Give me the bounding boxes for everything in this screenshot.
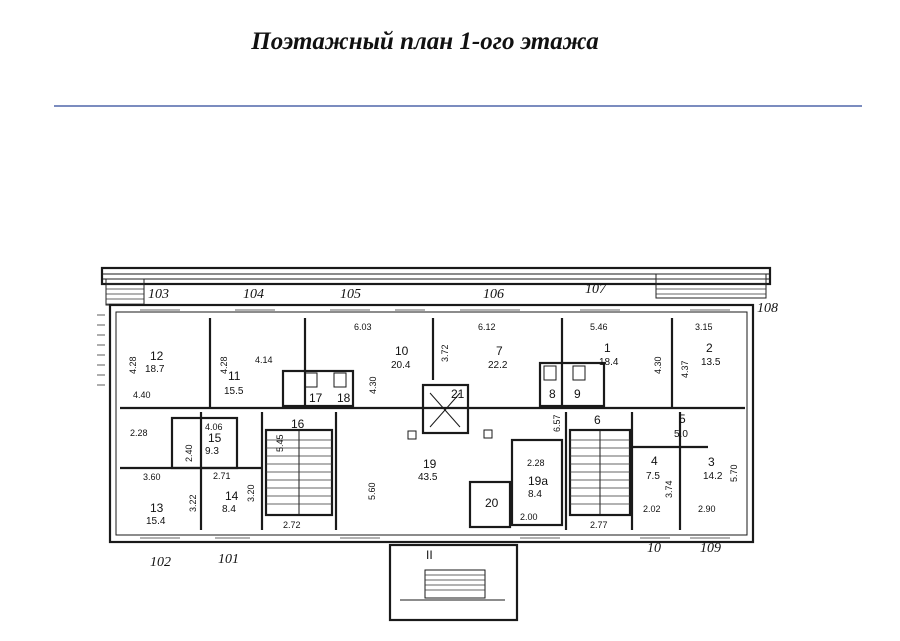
room-number: 6 (594, 413, 601, 427)
dimension-label: 2.72 (283, 520, 301, 530)
dimension-label: 5.60 (367, 482, 377, 500)
room-number: 19a (528, 474, 548, 488)
room-area: 8.4 (528, 489, 542, 500)
dimension-label: 6.03 (354, 322, 372, 332)
room-number: 10 (395, 344, 409, 358)
axis-label-bottom: 102 (150, 555, 171, 570)
axis-label-top: 106 (483, 287, 504, 302)
dimension-label: 4.28 (128, 356, 138, 374)
axis-label-top: 103 (148, 287, 169, 302)
room-number: 11 (228, 369, 241, 383)
dimension-label: 3.72 (440, 344, 450, 362)
room-number: 19 (423, 457, 437, 471)
room-number: 7 (496, 344, 503, 358)
dimension-label: 3.20 (246, 484, 256, 502)
room-area: 5.0 (674, 429, 688, 440)
room-number: 15 (208, 431, 222, 445)
dimension-label: 2.90 (698, 504, 716, 514)
dimension-label: 6.12 (478, 322, 496, 332)
room-number: 1 (604, 341, 611, 355)
dimension-label: 2.71 (213, 471, 231, 481)
dimension-label: 6.57 (552, 414, 562, 432)
dimension-label: 4.30 (653, 356, 663, 374)
page-title: Поэтажный план 1-ого этажа (251, 28, 599, 55)
room-area: 18.4 (599, 357, 619, 368)
dimension-label: 5.45 (275, 434, 285, 452)
dimension-label: 4.28 (219, 356, 229, 374)
dimension-label: 3.22 (188, 494, 198, 512)
top-rail (100, 266, 772, 286)
dimension-label: 2.40 (184, 444, 194, 462)
dimension-label: 2.00 (520, 512, 538, 522)
room-number: 5 (679, 412, 686, 426)
axis-label-bottom: 101 (218, 552, 239, 567)
room-number: 20 (485, 496, 499, 510)
axis-label-top: 107 (585, 282, 607, 297)
dimension-label: 5.70 (729, 464, 739, 482)
room-area: 9.3 (205, 446, 219, 457)
axis-label-top: 105 (340, 287, 361, 302)
building-outline (97, 266, 772, 544)
room-number: 9 (574, 387, 581, 401)
room-number: 16 (291, 417, 305, 431)
room-area: 14.2 (703, 471, 723, 482)
dimension-label: 4.37 (680, 360, 690, 378)
room-area: 8.4 (222, 504, 236, 515)
room-number: 18 (337, 391, 351, 405)
room-area: 13.5 (701, 357, 721, 368)
axis-label-top: 108 (757, 301, 778, 316)
room-number: 17 (309, 391, 323, 405)
entrance-porch (388, 543, 519, 622)
windows (140, 309, 730, 539)
room-number: 2 (706, 341, 713, 355)
stair-right (568, 428, 632, 517)
dimension-label: 4.14 (255, 355, 273, 365)
dimension-label: 4.30 (368, 376, 378, 394)
dimension-label: 3.15 (695, 322, 713, 332)
room-area: 7.5 (646, 471, 660, 482)
axis-label-bottom: 109 (700, 541, 721, 556)
room-number: 12 (150, 349, 164, 363)
service-rooms (281, 361, 606, 529)
dimension-label: 3.74 (664, 480, 674, 498)
room-number: 3 (708, 455, 715, 469)
room-area: 20.4 (391, 360, 411, 371)
room-number: 4 (651, 454, 658, 468)
axis-label-top: 104 (243, 287, 264, 302)
dimension-label: 4.40 (133, 390, 151, 400)
dimension-label: 5.46 (590, 322, 608, 332)
axis-label-bottom: 10 (647, 541, 661, 556)
room-number: 13 (150, 501, 164, 515)
title-divider (54, 105, 862, 107)
dimension-label: 2.77 (590, 520, 608, 530)
room-area: 43.5 (418, 472, 438, 483)
room-area: 15.4 (146, 516, 166, 527)
dimension-label: 2.28 (130, 428, 148, 438)
room-number: 21 (451, 387, 465, 401)
dimension-label: 2.28 (527, 458, 545, 468)
dimension-label: 2.02 (643, 504, 661, 514)
outer-wall (108, 303, 755, 544)
dimension-label: 4.06 (205, 422, 223, 432)
room-area: 18.7 (145, 364, 165, 375)
room-number: II (426, 548, 433, 562)
room-area: 15.5 (224, 386, 244, 397)
room-number: 8 (549, 387, 556, 401)
dimension-label: 3.60 (143, 472, 161, 482)
stair-left (264, 428, 334, 517)
room-number: 14 (225, 489, 239, 503)
room-area: 22.2 (488, 360, 508, 371)
